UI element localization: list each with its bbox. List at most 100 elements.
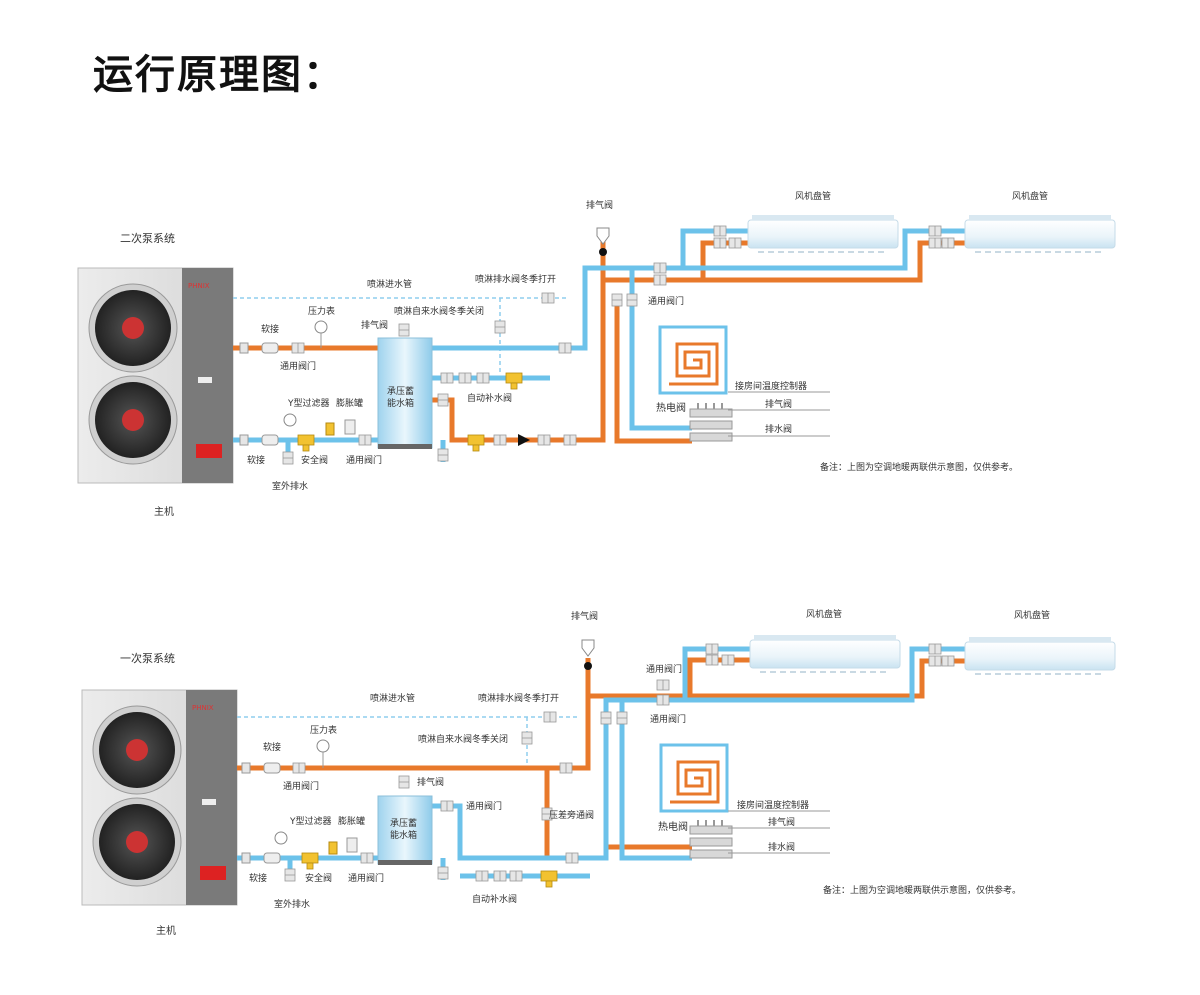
- fan-coil-icon: [964, 636, 1116, 675]
- label-note: 备注：上图为空调地暖两联供示意图，仅供参考。: [823, 884, 1021, 896]
- valve-icon: [559, 762, 573, 774]
- label-y-filter: Y型过滤器: [289, 815, 332, 827]
- label-manifold-drain: 排水阀: [765, 423, 792, 435]
- valve-icon: [713, 225, 727, 237]
- label-expansion: 膨胀罐: [336, 397, 363, 409]
- label-safety: 安全阀: [305, 872, 332, 884]
- soft-joint-icon: [263, 762, 281, 774]
- gauge-icon: [314, 320, 328, 334]
- label-vent-main: 排气阀: [571, 610, 598, 622]
- hot-pipes: [237, 657, 965, 858]
- storage-tank-icon: [377, 795, 433, 865]
- label-spray-tap: 喷淋自来水阀冬季关闭: [394, 305, 484, 317]
- label-spray-tap: 喷淋自来水阀冬季关闭: [418, 733, 508, 745]
- label-safety: 安全阀: [301, 454, 328, 466]
- label-note: 备注：上图为空调地暖两联供示意图，仅供参考。: [820, 461, 1018, 473]
- filter-icon: [467, 434, 485, 452]
- label-fcu2: 风机盘管: [1012, 190, 1048, 202]
- label-valve-bottom: 通用阀门: [346, 454, 382, 466]
- unit-label: 主机: [154, 505, 174, 518]
- safety-valve-icon: [328, 841, 338, 855]
- label-manifold-drain: 排水阀: [768, 841, 795, 853]
- label-valve-right: 通用阀门: [648, 295, 684, 307]
- label-valve-top: 通用阀门: [283, 780, 319, 792]
- valve-icon: [928, 237, 942, 249]
- filter-icon: [505, 372, 523, 390]
- label-tank-2: 能水箱: [387, 397, 414, 409]
- valve-icon: [509, 870, 523, 882]
- valve-icon: [616, 711, 628, 725]
- valve-icon: [521, 731, 533, 745]
- gauge-icon: [283, 413, 297, 427]
- valve-icon: [282, 451, 294, 465]
- valve-icon: [565, 852, 579, 864]
- diagram-secondary-pump: 二次泵系统 主机 喷淋进水管 喷淋排水阀冬季打开 喷淋自来水阀冬季关闭: [77, 190, 1116, 518]
- label-auto-fill: 自动补水阀: [472, 893, 517, 905]
- label-outdoor-drain: 室外排水: [274, 898, 310, 910]
- vent-valve-icon: [398, 323, 410, 337]
- valve-icon: [656, 694, 670, 706]
- label-spray-drain: 喷淋排水阀冬季打开: [478, 692, 559, 704]
- valve-icon: [291, 342, 305, 354]
- label-gauge: 压力表: [310, 724, 337, 736]
- valve-icon: [358, 434, 372, 446]
- system-name-label: 二次泵系统: [120, 231, 175, 245]
- valve-icon: [941, 237, 955, 249]
- valve-icon: [493, 434, 507, 446]
- soft-joint-icon: [263, 852, 281, 864]
- valve-icon: [928, 655, 942, 667]
- label-thermostat: 接房间温度控制器: [735, 380, 807, 392]
- y-filter-icon: [301, 852, 319, 870]
- valve-icon: [928, 225, 942, 237]
- floor-heating-coil-icon: [659, 743, 729, 813]
- valve-icon: [928, 643, 942, 655]
- safety-valve-icon: [325, 422, 335, 436]
- label-bypass: 压差旁通阀: [549, 809, 594, 821]
- label-thermostat: 接房间温度控制器: [737, 799, 809, 811]
- label-tank-1: 承压蓄: [387, 385, 414, 397]
- valve-icon: [728, 237, 742, 249]
- valve-icon: [537, 434, 551, 446]
- vent-valve-icon: [398, 775, 410, 789]
- valve-icon: [558, 342, 572, 354]
- fan-coil-icon: [747, 214, 899, 253]
- label-fcu1: 风机盘管: [795, 190, 831, 202]
- valve-icon: [705, 643, 719, 655]
- valve-icon: [600, 711, 612, 725]
- expansion-tank-icon: [344, 419, 356, 435]
- valve-icon: [476, 372, 490, 384]
- label-valve-bottom: 通用阀门: [348, 872, 384, 884]
- gauge-icon: [274, 831, 288, 845]
- valve-icon: [941, 655, 955, 667]
- pump-icon: [518, 434, 530, 446]
- label-vent-tank: 排气阀: [417, 776, 444, 788]
- vent-valve-icon: [581, 639, 595, 657]
- unit-label: 主机: [156, 924, 176, 937]
- valve-icon: [656, 679, 670, 691]
- label-valve-top: 通用阀门: [280, 360, 316, 372]
- valve-icon: [611, 293, 623, 307]
- cold-pipes: [237, 646, 965, 880]
- label-soft-top: 软接: [263, 741, 281, 753]
- heat-pump-unit-icon: [77, 267, 234, 484]
- vent-valve-icon: [596, 227, 610, 245]
- valve-icon: [284, 868, 296, 882]
- valve-icon: [493, 870, 507, 882]
- label-soft-bottom: 软接: [249, 872, 267, 884]
- label-gauge: 压力表: [308, 305, 335, 317]
- label-tank-1: 承压蓄: [390, 817, 417, 829]
- fan-coil-icon: [749, 634, 901, 673]
- system-name-label: 一次泵系统: [120, 651, 175, 665]
- label-outdoor-drain: 室外排水: [272, 480, 308, 492]
- valve-icon: [494, 320, 506, 334]
- label-fcu2: 风机盘管: [1014, 609, 1050, 621]
- label-fcu1: 风机盘管: [806, 608, 842, 620]
- label-manifold-vent: 排气阀: [768, 816, 795, 828]
- label-soft-top: 软接: [261, 323, 279, 335]
- soft-joint-icon: [261, 342, 279, 354]
- label-hot-valve: 热电阀: [658, 820, 688, 833]
- label-vent-tank: 排气阀: [361, 319, 388, 331]
- valve-icon: [653, 262, 667, 274]
- valve-icon: [437, 393, 449, 407]
- label-spray-in: 喷淋进水管: [367, 278, 412, 290]
